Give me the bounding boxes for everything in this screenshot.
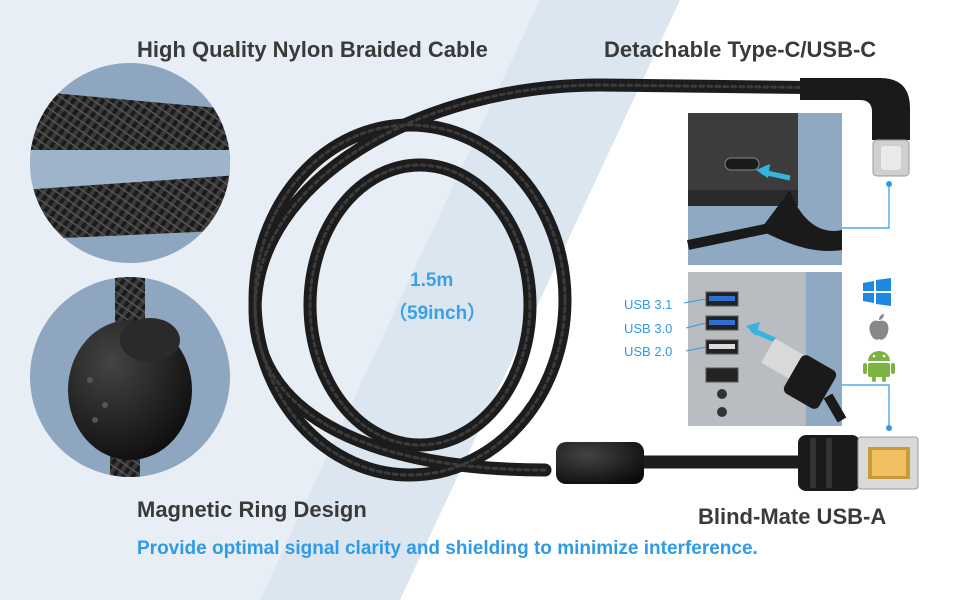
cable-length-imperial: （59inch） xyxy=(388,303,487,324)
usb-ports-inset xyxy=(688,272,847,426)
heading-magnetic-ring: Magnetic Ring Design xyxy=(137,497,367,522)
usb-c-inset xyxy=(686,113,842,265)
magnetic-ring-circle xyxy=(30,277,230,477)
usb-a-connector xyxy=(798,435,919,491)
port-label-usb20: USB 2.0 xyxy=(624,344,673,359)
ferrite-bead xyxy=(556,442,644,484)
port-label-usb31: USB 3.1 xyxy=(624,297,673,312)
heading-braided-cable: High Quality Nylon Braided Cable xyxy=(137,37,488,62)
heading-blind-mate-usb-a: Blind-Mate USB-A xyxy=(698,504,887,529)
coiled-cable xyxy=(248,78,857,482)
braid-closeup-circle xyxy=(30,63,230,263)
apple-icon xyxy=(869,314,889,340)
windows-icon xyxy=(863,278,891,306)
usb-c-connector xyxy=(800,78,910,177)
port-label-usb30: USB 3.0 xyxy=(624,321,673,336)
cable-length-metric: 1.5m xyxy=(410,270,454,291)
footer-tagline: Provide optimal signal clarity and shiel… xyxy=(137,538,758,559)
heading-detachable-type-c: Detachable Type-C/USB-C xyxy=(604,37,877,62)
android-icon xyxy=(863,351,895,382)
